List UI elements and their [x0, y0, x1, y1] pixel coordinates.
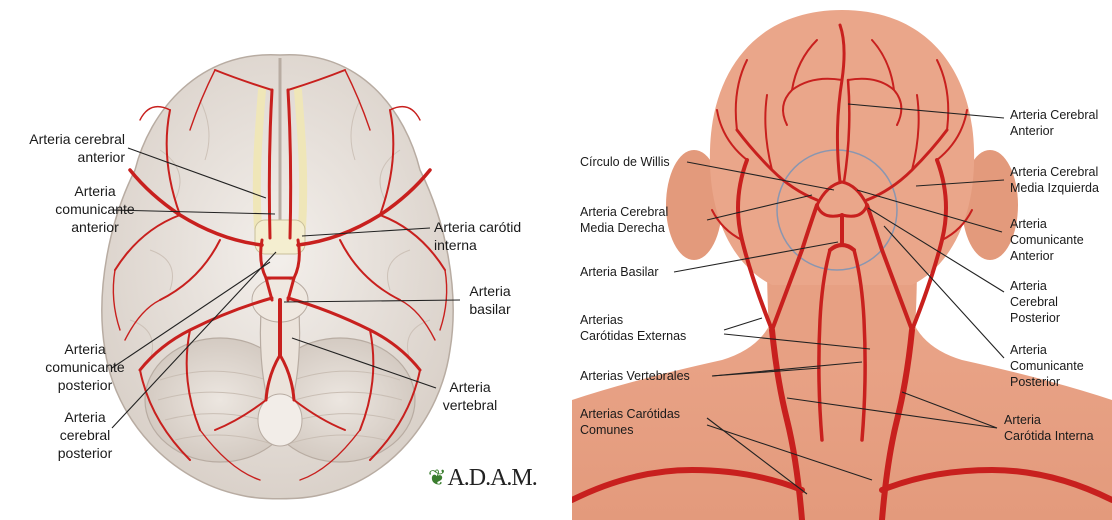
leaf-icon: ❦: [428, 465, 445, 490]
label-vertebral: Arteria vertebral: [425, 378, 515, 414]
label-basilar: Arteria basilar: [455, 282, 525, 318]
label-comunicante-anterior: Arteria Comunicante Anterior: [1010, 216, 1110, 264]
label-cerebral-posterior: Arteria Cerebral Posterior: [1010, 278, 1110, 326]
label-carotidas-externas: Arterias Carótidas Externas: [580, 312, 720, 344]
label-comunicante-posterior: Arteria Comunicante Posterior: [1010, 342, 1110, 390]
label-comunicante-anterior: Arteria comunicante anterior: [40, 182, 150, 236]
label-basilar: Arteria Basilar: [580, 264, 680, 280]
adam-logo: ❦A.D.A.M.: [428, 465, 537, 492]
label-vertebrales: Arterias Vertebrales: [580, 368, 715, 384]
label-circulo-willis: Círculo de Willis: [580, 154, 700, 170]
label-cerebral-anterior: Arteria cerebral anterior: [0, 130, 125, 166]
label-carotidas-comunes: Arterias Carótidas Comunes: [580, 406, 710, 438]
label-cerebral-anterior: Arteria Cerebral Anterior: [1010, 107, 1110, 139]
label-carotid-interna: Arteria carótid interna: [434, 218, 559, 254]
label-cerebral-posterior: Arteria cerebral posterior: [40, 408, 130, 462]
label-carotida-interna: Arteria Carótida Interna: [1004, 412, 1112, 444]
optic-chiasm: [255, 220, 305, 254]
label-comunicante-posterior: Arteria comunicante posterior: [30, 340, 140, 394]
label-cerebral-media-izquierda: Arteria Cerebral Media Izquierda: [1010, 164, 1112, 196]
label-cerebral-media-derecha: Arteria Cerebral Media Derecha: [580, 204, 700, 236]
head-neck-figure: Arteria Cerebral Anterior Círculo de Wil…: [572, 0, 1112, 520]
brain-base-figure: Arteria cerebral anterior Arteria comuni…: [0, 0, 560, 520]
